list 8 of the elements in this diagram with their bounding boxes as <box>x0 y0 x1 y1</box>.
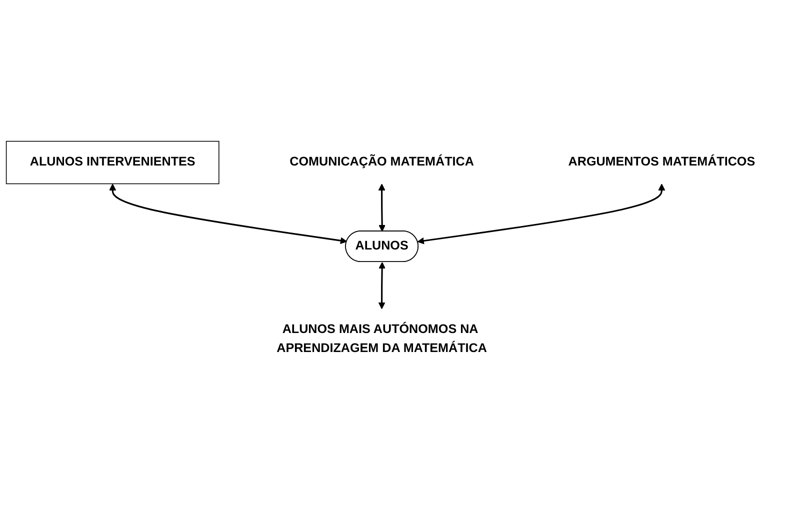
arrow <box>417 184 666 245</box>
node-text: ARGUMENTOS MATEMÁTICOS <box>568 156 756 170</box>
arrow <box>378 184 386 232</box>
node-box: ALUNOS INTERVENIENTES <box>6 141 220 184</box>
arrow <box>378 262 386 310</box>
node-text: ALUNOS MAIS AUTÓNOMOS NA APRENDIZAGEM DA MATEMÁTICA <box>276 323 487 356</box>
arrow <box>109 184 348 244</box>
node-text: COMUNICAÇÃO MATEMÁTICA <box>290 156 474 170</box>
